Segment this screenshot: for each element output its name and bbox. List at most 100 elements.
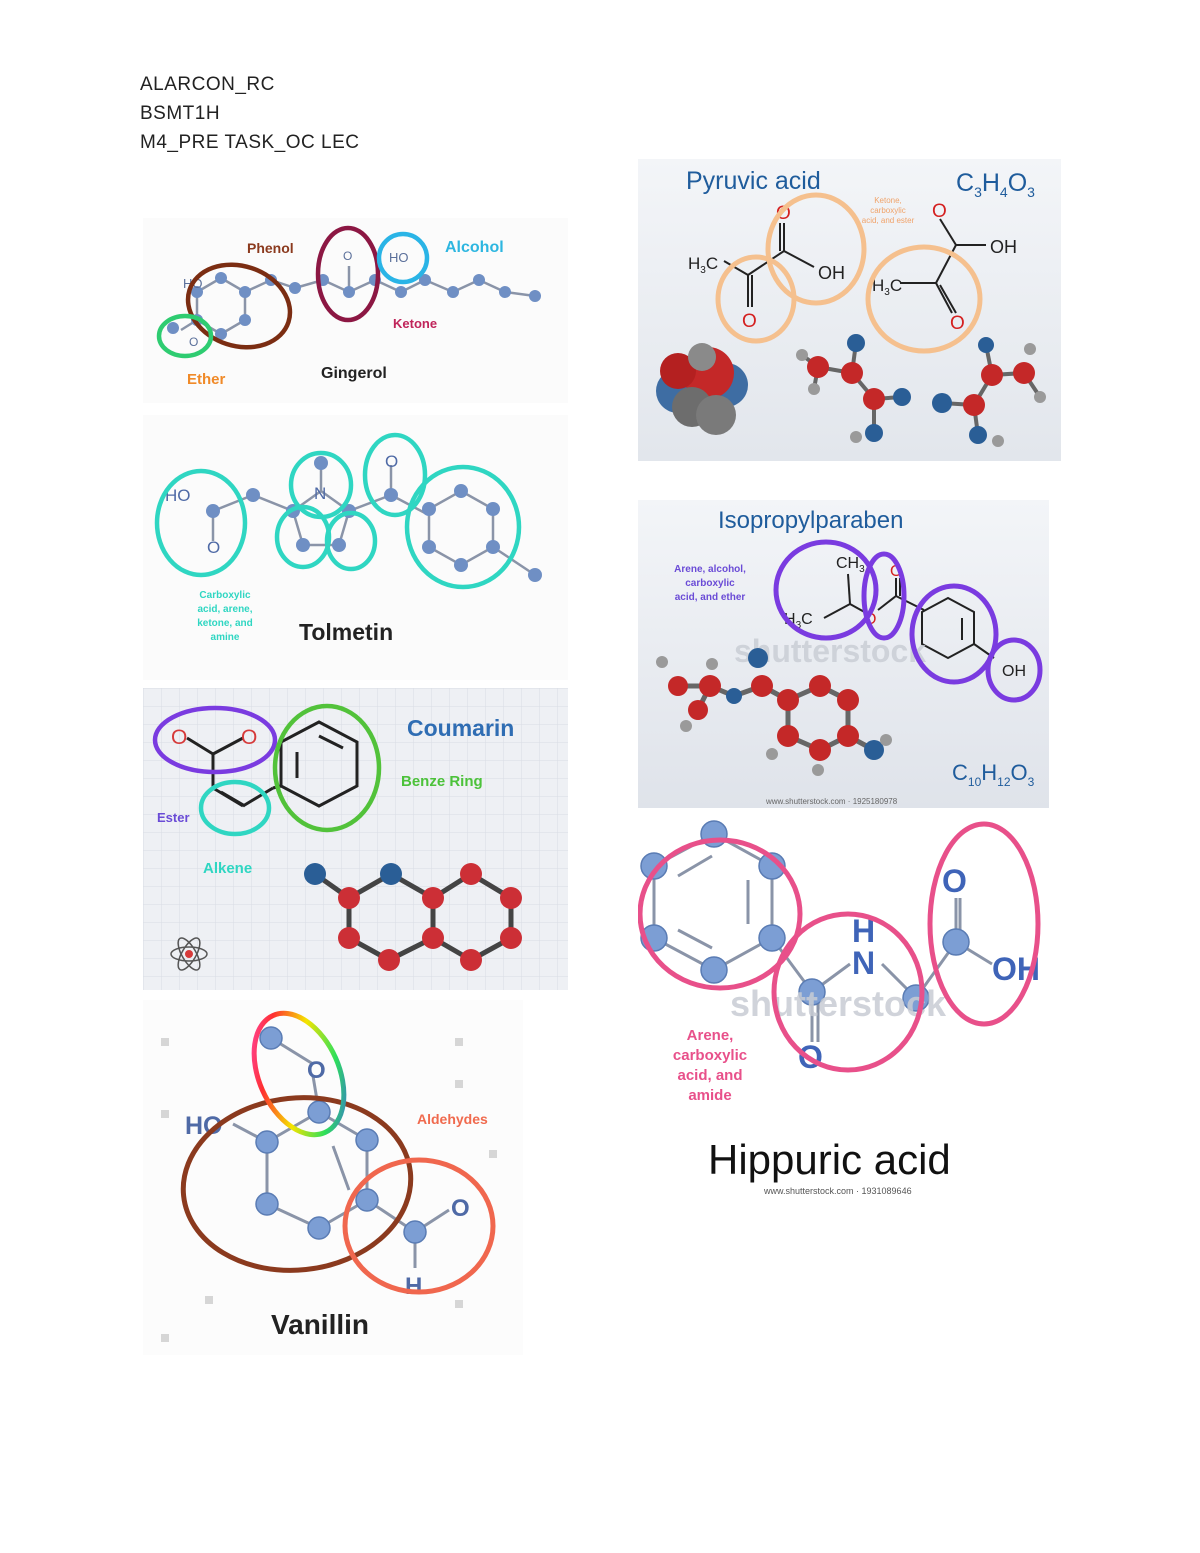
isopropylparaben-panel: Isopropylparaben Arene, alcohol, carboxy… <box>638 500 1049 808</box>
ketone-circle-tolmetin <box>362 432 428 518</box>
isopropylparaben-note-line3: acid, and ether <box>675 592 746 603</box>
amide-circle <box>771 911 925 1073</box>
gingerol-atom-o-ketone: O <box>343 249 352 263</box>
benzene-circle <box>272 703 382 833</box>
pyruvic-note-line3: acid, and ester <box>862 216 915 225</box>
oh-circle-isopropylparaben <box>985 637 1043 703</box>
isopropylparaben-ch3: CH3 <box>836 555 865 575</box>
isopropylparaben-oh: OH <box>1002 663 1026 680</box>
benzene-ring-label: Benze Ring <box>401 773 483 790</box>
ether-circle <box>156 313 214 359</box>
coumarin-title: Coumarin <box>407 715 514 741</box>
isopropylparaben-formula: C10H12O3 <box>952 760 1035 789</box>
alkene-label: Alkene <box>203 860 252 877</box>
task-title: M4_PRE TASK_OC LEC <box>140 132 360 153</box>
aldehydes-label: Aldehydes <box>417 1111 488 1127</box>
alcohol-circle <box>376 231 430 285</box>
gingerol-diagram: HO O HO O Phenol Alcohol Ketone Ether Gi… <box>156 225 541 388</box>
carboxylic-circle <box>154 468 248 578</box>
hippuric-atom-o-top: O <box>942 863 967 899</box>
vanillin-panel: O HO O H Aldehydes Vanillin <box>143 1000 523 1355</box>
vanillin-atom-o-aldehyde: O <box>451 1195 470 1222</box>
tolmetin-note-line4: amine <box>211 632 240 643</box>
hippuric-note-line1: Arene, <box>687 1027 734 1044</box>
ketone-circle-pyruvic <box>715 254 797 344</box>
ester-circle-isopropylparaben <box>861 551 907 641</box>
pyruvic-ball-stick-model-1 <box>796 334 911 443</box>
vanillin-title: Vanillin <box>271 1309 369 1340</box>
alcohol-circle-isopropylparaben <box>773 539 879 641</box>
gingerol-atom-ho2: HO <box>389 250 409 265</box>
hippuric-watermark: shutterstock <box>730 983 947 1024</box>
gingerol-atom-o-ether: O <box>189 335 198 349</box>
gingerol-panel: HO O HO O Phenol Alcohol Ketone Ether Gi… <box>143 218 568 403</box>
hippuric-atom-h: H <box>852 913 875 949</box>
coumarin-panel: O O Coumarin Benze Ring Ester Alkene <box>143 688 568 990</box>
arene-circle-hippuric <box>638 837 803 991</box>
document-header: ALARCON_RC BSMT1H M4_PRE TASK_OC LEC <box>140 70 359 157</box>
hippuric-note-line2: carboxylic <box>673 1047 747 1064</box>
ester-label: Ester <box>157 810 190 825</box>
ether-circle-vanillin <box>251 1010 347 1138</box>
atom-icon <box>170 937 208 971</box>
pyruvic-space-filling-model <box>656 343 748 435</box>
tolmetin-note-line2: acid, arene, <box>197 604 252 615</box>
alkene-circle <box>198 779 272 837</box>
vanillin-atom-h: H <box>405 1273 422 1300</box>
coumarin-atom-o1: O <box>171 726 187 749</box>
isopropylparaben-title: Isopropylparaben <box>718 507 903 534</box>
vanillin-diagram: O HO O H Aldehydes Vanillin <box>161 1010 497 1342</box>
tolmetin-atom-o2: O <box>385 452 398 471</box>
hippuric-title: Hippuric acid <box>708 1136 951 1183</box>
pyruvic-formula: C3H4O3 <box>956 169 1035 200</box>
tolmetin-atom-o1: O <box>207 538 220 557</box>
coumarin-diagram: O O Coumarin Benze Ring Ester Alkene <box>143 688 568 990</box>
isopropylparaben-note-line1: Arene, alcohol, <box>674 564 746 575</box>
pyruvic-oh-2: OH <box>990 237 1017 257</box>
pyruvic-note-line2: carboxylic <box>870 206 906 215</box>
pyruvic-o-3: O <box>932 201 947 222</box>
pyruvic-o-2: O <box>742 311 757 332</box>
hippuric-note-line3: acid, and <box>677 1067 742 1084</box>
hippuric-panel: H N O OH O shutterstock Arene, carboxyli… <box>638 818 1043 1200</box>
arene-circle-isopropylparaben <box>909 583 999 685</box>
phenol-label: Phenol <box>247 240 294 256</box>
ketone-label: Ketone <box>393 316 437 331</box>
ester-circle <box>152 705 278 775</box>
phenol-circle <box>185 262 293 350</box>
tolmetin-note-line1: Carboxylic <box>199 590 251 601</box>
student-name: ALARCON_RC <box>140 74 275 95</box>
tolmetin-atom-n: N <box>314 484 326 503</box>
arene-circle-tolmetin <box>404 464 522 590</box>
alkene-circle-2 <box>324 510 378 572</box>
carboxylic-circle-hippuric <box>927 821 1041 1027</box>
pyruvic-note-line1: Ketone, <box>874 196 902 205</box>
isopropylparaben-ball-stick-model <box>656 648 892 776</box>
alcohol-label: Alcohol <box>445 239 504 256</box>
isopropylparaben-diagram: Isopropylparaben Arene, alcohol, carboxy… <box>656 507 1043 806</box>
isopropylparaben-credit: www.shutterstock.com · 1925180978 <box>765 797 898 806</box>
alkene-circle-1 <box>274 504 332 570</box>
tolmetin-diagram: HO O N O Carboxylic acid, arene, ketone,… <box>154 432 542 645</box>
hippuric-atom-n: N <box>852 945 875 981</box>
phenol-circle-vanillin <box>180 1095 414 1273</box>
tolmetin-note-line3: ketone, and <box>197 618 253 629</box>
pyruvic-diagram: Pyruvic acid C3H4O3 Ketone, carboxylic a… <box>656 167 1046 447</box>
tolmetin-panel: HO O N O Carboxylic acid, arene, ketone,… <box>143 415 568 680</box>
pyruvic-oh-1: OH <box>818 263 845 283</box>
ketone-circle <box>315 225 381 323</box>
ester-circle-pyruvic <box>865 244 983 354</box>
aldehyde-circle <box>342 1157 496 1295</box>
pyruvic-panel: Pyruvic acid C3H4O3 Ketone, carboxylic a… <box>638 159 1061 461</box>
ether-label: Ether <box>187 371 226 388</box>
carboxylic-circle-pyruvic <box>765 192 867 306</box>
pyruvic-ball-stick-model-2 <box>932 337 1046 447</box>
gingerol-title: Gingerol <box>321 365 387 382</box>
tolmetin-title: Tolmetin <box>299 619 393 645</box>
coumarin-atom-o2: O <box>241 726 257 749</box>
student-section: BSMT1H <box>140 103 221 124</box>
hippuric-credit: www.shutterstock.com · 1931089646 <box>763 1186 912 1196</box>
pyruvic-h3c-2: H3C <box>872 276 902 298</box>
isopropylparaben-note-line2: carboxylic <box>685 578 735 589</box>
hippuric-diagram: H N O OH O shutterstock Arene, carboxyli… <box>638 820 1041 1196</box>
